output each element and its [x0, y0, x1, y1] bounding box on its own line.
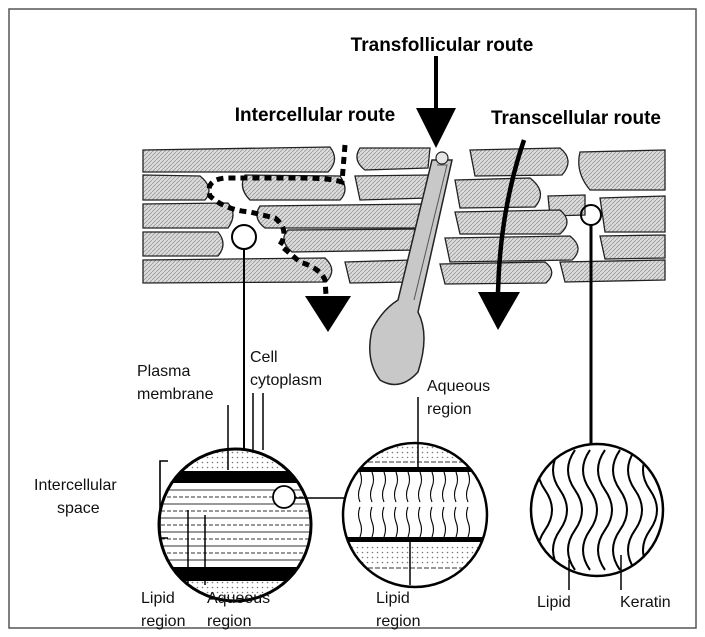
transfollicular-route-label: Transfollicular route — [351, 35, 534, 56]
plasma-membrane-label-line2: membrane — [137, 386, 214, 403]
keratin-zoom-circle — [530, 444, 665, 579]
cell-cytoplasm-label-line2: cytoplasm — [250, 372, 322, 389]
intercellular-route-label: Intercellular route — [235, 105, 396, 126]
aqueous-region-top-label-line1: Aqueous — [427, 378, 490, 395]
cell-cytoplasm-label-line1: Cell — [250, 349, 278, 366]
zoom-marker-left — [232, 225, 256, 249]
stratum-corneum — [143, 147, 665, 284]
aqueous-region-bottom-label-line2: region — [207, 613, 251, 630]
lipid-region-left-label-line1: Lipid — [141, 590, 175, 607]
intercellular-zoom-circle — [155, 445, 344, 606]
keratin-label: Keratin — [620, 594, 671, 611]
lipid-region-left-label-line2: region — [141, 613, 185, 630]
aqueous-region-bottom-label-line1: Aqueous — [207, 590, 270, 607]
lipid-region-mid-label-line2: region — [376, 613, 420, 630]
lipid-region-mid-label-line1: Lipid — [376, 590, 410, 607]
transfollicular-arrow-head — [416, 108, 456, 148]
intercellular-space-label-line1: Intercellular — [34, 477, 117, 494]
transcellular-route-label: Transcellular route — [491, 108, 661, 129]
aqueous-region-top-label-line2: region — [427, 401, 471, 418]
lipid-label: Lipid — [537, 594, 571, 611]
plasma-membrane-label-line1: Plasma — [137, 363, 190, 380]
transcellular-arrow-head — [478, 292, 520, 330]
intercellular-arrow-head — [305, 296, 351, 332]
intercellular-space-label-line2: space — [57, 500, 100, 517]
lipid-bilayer-zoom-circle — [340, 440, 490, 590]
